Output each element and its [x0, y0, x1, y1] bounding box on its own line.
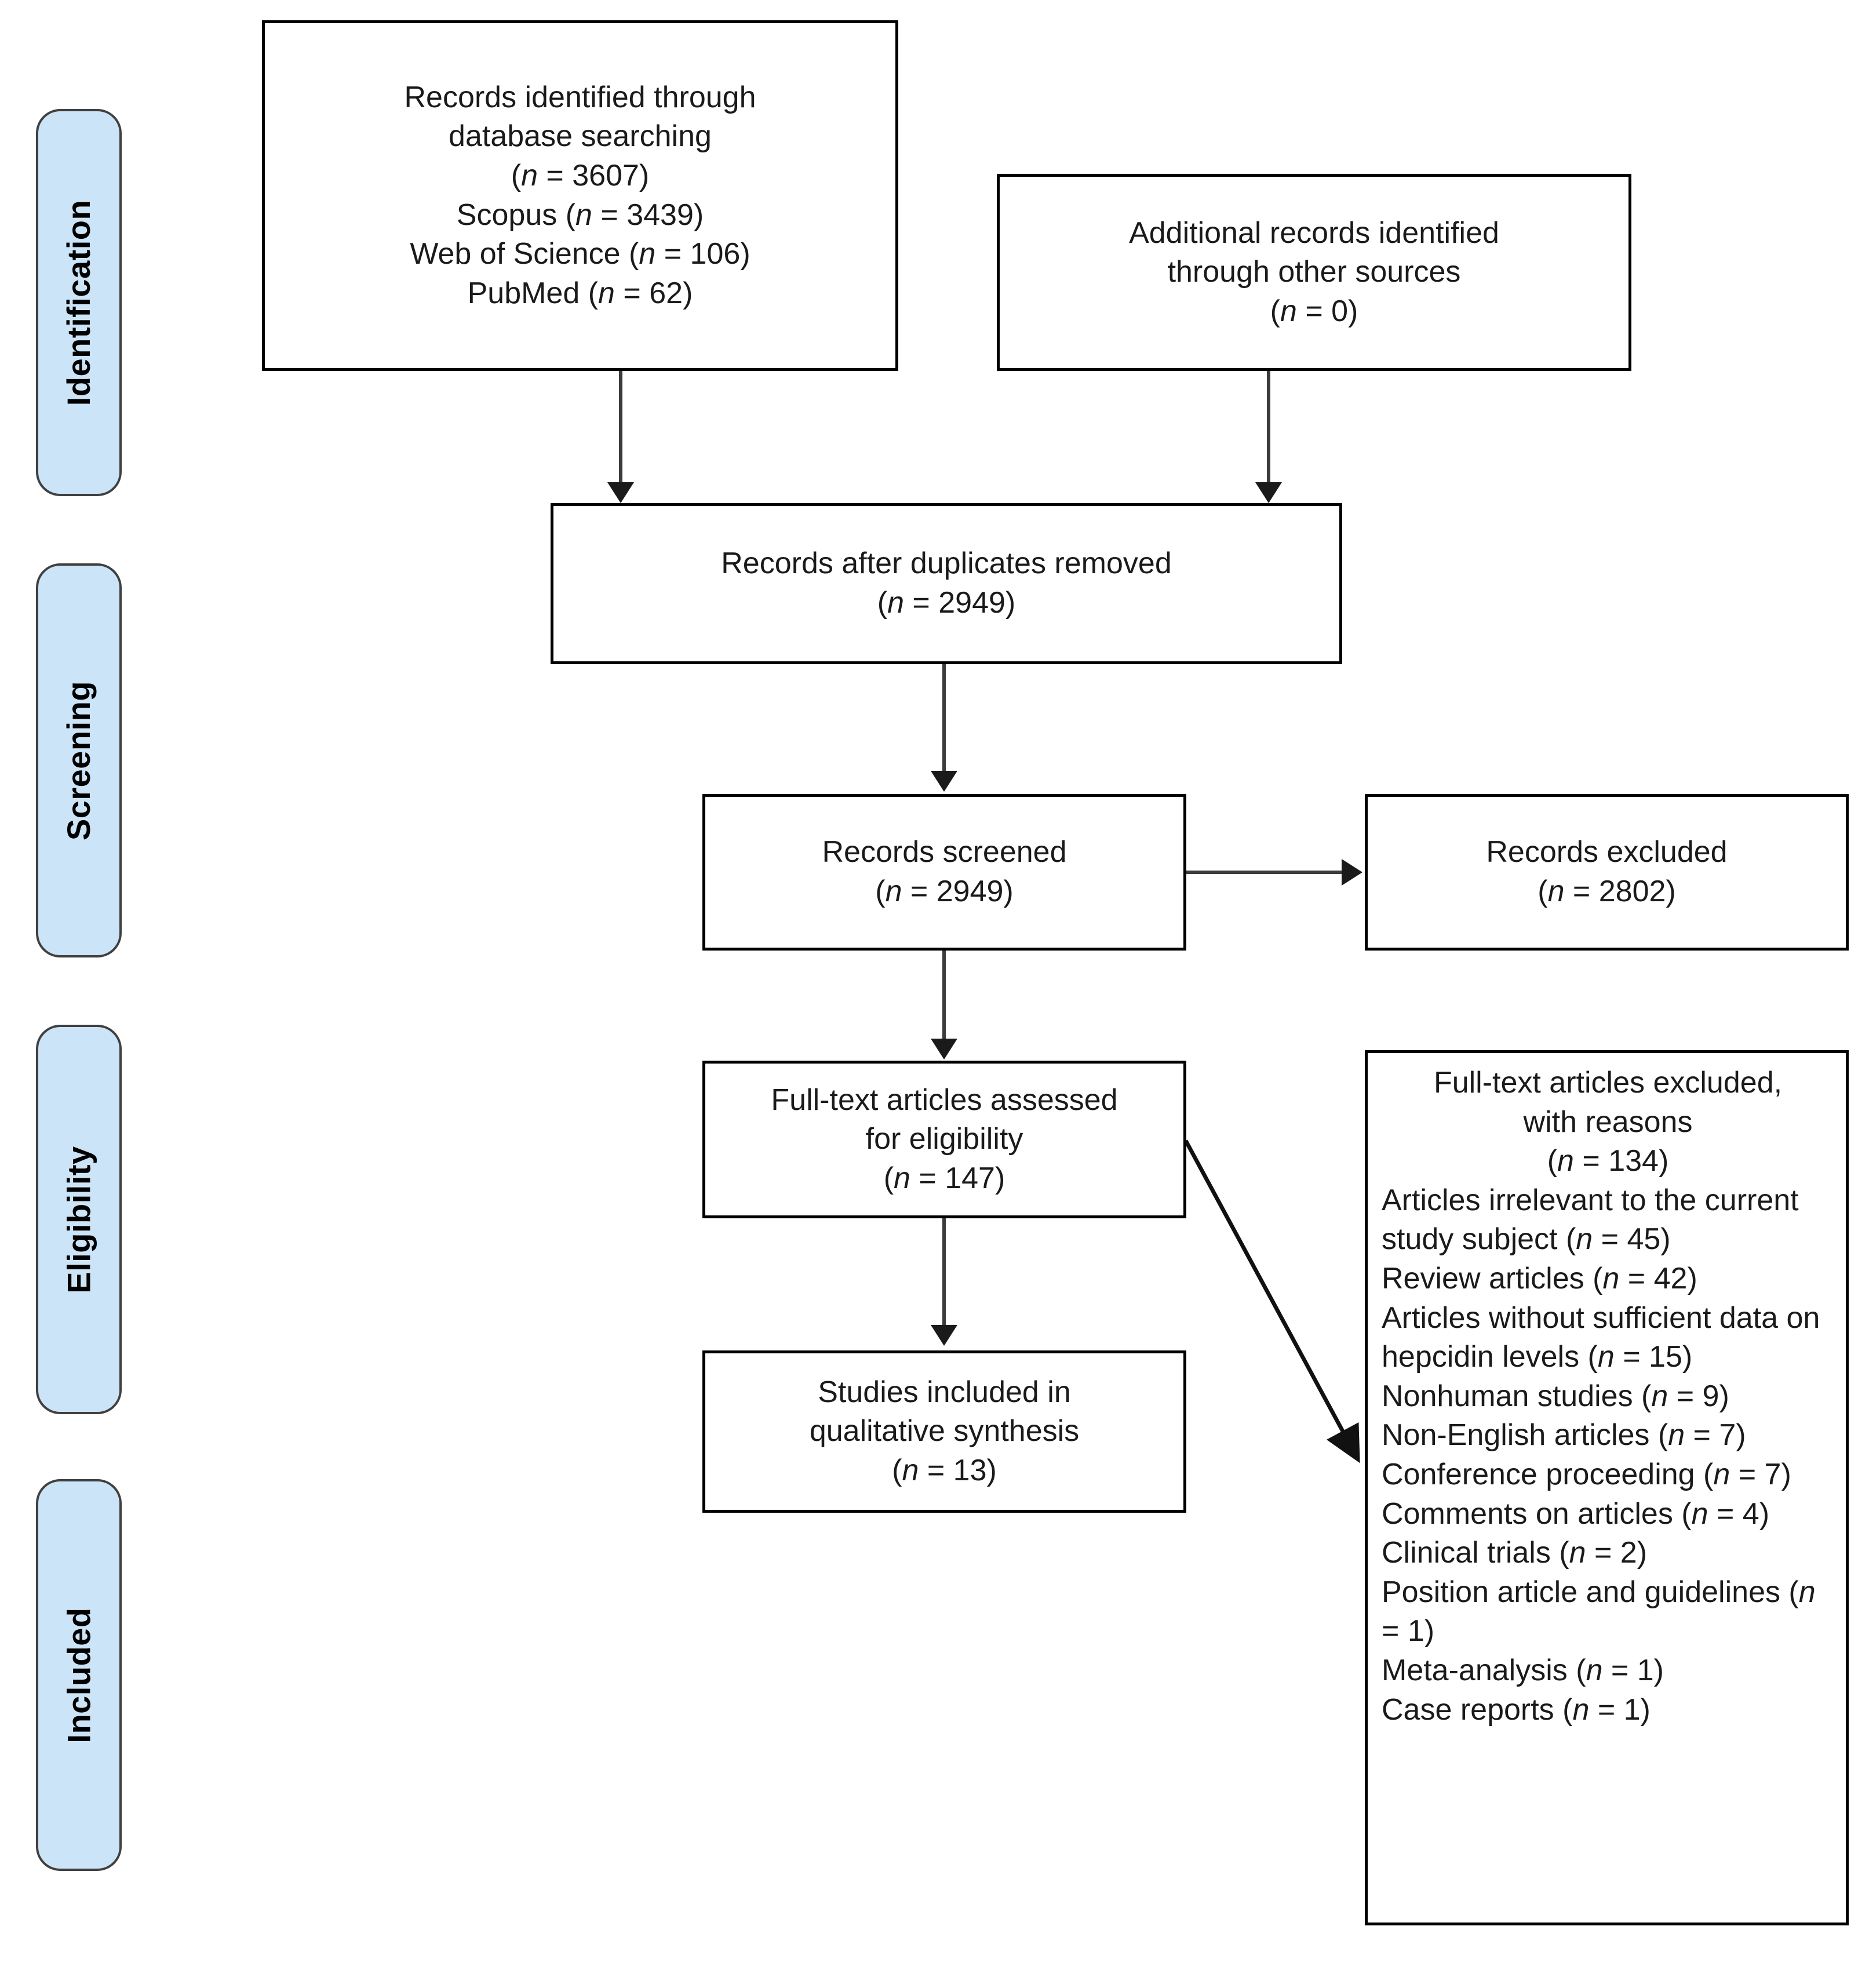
- connector-screened-to-fulltext: [942, 951, 946, 1042]
- excluded-line-count: (n = 2802): [1538, 875, 1676, 908]
- arrowhead-screened-to-excluded: [1342, 859, 1362, 886]
- included-line-2: qualitative synthesis: [809, 1414, 1080, 1448]
- exclusion-reason: Conference proceeding (n = 7): [1382, 1457, 1791, 1491]
- phase-pill-identification: Identification: [36, 109, 122, 496]
- phase-pill-screening: Screening: [36, 563, 122, 957]
- included-line-1: Studies included in: [818, 1375, 1071, 1409]
- phase-pill-included: Included: [36, 1479, 122, 1871]
- box-records-after-duplicates-removed: Records after duplicates removed (n = 29…: [551, 503, 1342, 664]
- exclusion-header-2: with reasons: [1523, 1105, 1693, 1139]
- box-fulltext-excluded-with-reasons: Full-text articles excluded, with reason…: [1365, 1050, 1849, 1925]
- connector-other-to-duplicates: [1267, 371, 1270, 487]
- connector-fulltext-to-included: [942, 1217, 946, 1327]
- exclusion-reason: Articles without sufficient data on hepc…: [1382, 1301, 1820, 1374]
- box-fulltext-assessed-eligibility: Full-text articles assessed for eligibil…: [702, 1061, 1186, 1218]
- box-additional-records-other-sources: Additional records identified through ot…: [997, 174, 1631, 371]
- db-line-1: Records identified through: [404, 80, 756, 114]
- exclusion-reason: Meta-analysis (n = 1): [1382, 1653, 1664, 1687]
- db-line-scopus: Scopus (n = 3439): [456, 198, 704, 232]
- assessed-line-2: for eligibility: [865, 1122, 1023, 1156]
- dup-line-1: Records after duplicates removed: [721, 547, 1172, 581]
- included-line-count: (n = 13): [892, 1453, 997, 1487]
- box-records-screened: Records screened (n = 2949): [702, 794, 1186, 951]
- box-studies-included-qualitative-synthesis: Studies included in qualitative synthesi…: [702, 1350, 1186, 1513]
- exclusion-reason: Non-English articles (n = 7): [1382, 1418, 1746, 1452]
- assessed-line-count: (n = 147): [883, 1161, 1005, 1195]
- exclusion-header-1: Full-text articles excluded,: [1433, 1066, 1783, 1099]
- exclusion-reason: Nonhuman studies (n = 9): [1382, 1379, 1729, 1413]
- exclusion-reason: Comments on articles (n = 4): [1382, 1497, 1770, 1531]
- phase-label-screening: Screening: [60, 680, 97, 840]
- exclusion-reason: Articles irrelevant to the current study…: [1382, 1183, 1799, 1257]
- dup-line-count: (n = 2949): [877, 586, 1016, 620]
- other-line-count: (n = 0): [1270, 294, 1358, 328]
- phase-label-eligibility: Eligibility: [60, 1145, 97, 1294]
- arrowhead-fulltext-to-included: [931, 1325, 957, 1346]
- db-line-pubmed: PubMed (n = 62): [467, 276, 693, 310]
- db-line-wos: Web of Science (n = 106): [410, 237, 750, 271]
- connector-duplicates-to-screened: [942, 664, 946, 774]
- other-line-2: through other sources: [1167, 255, 1461, 289]
- exclusion-reason: Clinical trials (n = 2): [1382, 1536, 1648, 1570]
- arrowhead-other-to-duplicates: [1255, 482, 1282, 503]
- arrowhead-duplicates-to-screened: [931, 771, 957, 792]
- db-line-2: database searching: [449, 119, 712, 154]
- exclusion-reason: Case reports (n = 1): [1382, 1692, 1651, 1727]
- phase-label-identification: Identification: [60, 199, 97, 406]
- screened-line-count: (n = 2949): [875, 875, 1014, 908]
- other-line-1: Additional records identified: [1129, 216, 1499, 250]
- connector-db-to-duplicates: [619, 371, 622, 487]
- box-records-excluded: Records excluded (n = 2802): [1365, 794, 1849, 951]
- arrowhead-db-to-duplicates: [607, 482, 634, 503]
- assessed-line-1: Full-text articles assessed: [771, 1083, 1118, 1117]
- screened-line-1: Records screened: [822, 835, 1067, 869]
- connector-screened-to-excluded: [1185, 871, 1345, 874]
- exclusion-reason: Review articles (n = 42): [1382, 1261, 1697, 1295]
- excluded-line-1: Records excluded: [1486, 835, 1728, 869]
- box-records-identified-database: Records identified through database sear…: [262, 20, 898, 371]
- arrowhead-screened-to-fulltext: [931, 1039, 957, 1059]
- phase-pill-eligibility: Eligibility: [36, 1025, 122, 1414]
- phase-label-included: Included: [60, 1607, 97, 1743]
- db-line-total: (n = 3607): [511, 158, 650, 192]
- exclusion-header-count: (n = 134): [1547, 1144, 1669, 1178]
- exclusion-reason: Position article and guidelines (n = 1): [1382, 1575, 1816, 1648]
